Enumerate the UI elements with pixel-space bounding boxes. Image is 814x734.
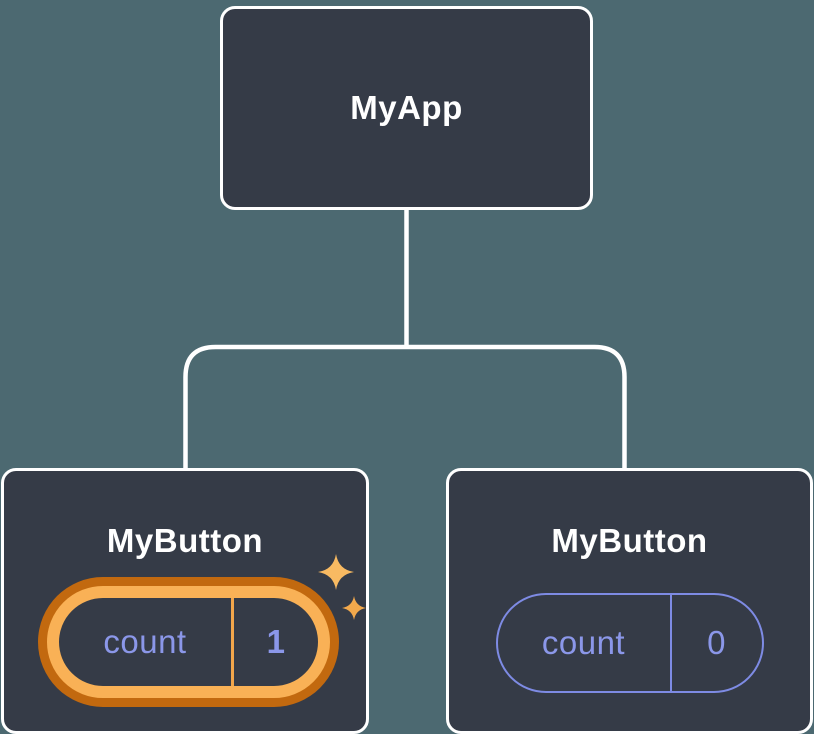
sparkles-icon <box>318 554 366 620</box>
state-key: count <box>103 623 187 660</box>
state-pill-plain: count 0 <box>495 593 764 693</box>
state-value: 0 <box>707 624 726 661</box>
node-myapp: MyApp <box>220 6 593 210</box>
connector-branches <box>183 344 627 472</box>
sparkle-small <box>342 596 366 620</box>
node-mybutton-plain: MyButton count 0 <box>446 468 813 734</box>
state-value: 1 <box>266 623 286 660</box>
node-mybutton-highlighted: MyButton count 1 <box>1 468 369 734</box>
state-pill-highlighted: count 1 <box>47 586 330 698</box>
pill-divider <box>231 598 234 686</box>
node-mybutton-1-label: MyButton <box>106 522 264 559</box>
state-key: count <box>541 624 626 661</box>
node-mybutton-2-label: MyButton <box>551 522 708 559</box>
pill-divider <box>669 595 672 691</box>
sparkle-large <box>318 554 354 590</box>
node-myapp-label: MyApp <box>350 89 463 126</box>
